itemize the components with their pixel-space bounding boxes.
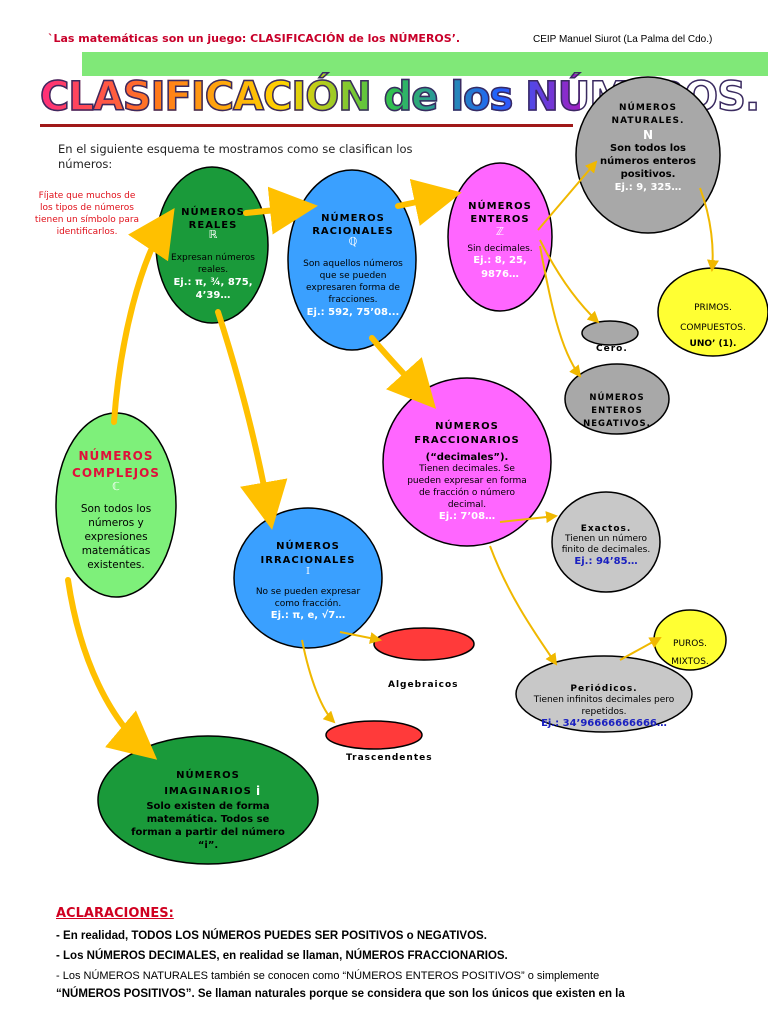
negativos-title: NÚMEROS ENTEROS NEGATIVOS. [583, 393, 651, 429]
irracionales-symbol: 𝕀 [306, 566, 310, 577]
reales-symbol: ℝ [208, 228, 218, 241]
node-exactos [551, 491, 661, 593]
arrow-naturales-primos [699, 187, 719, 272]
title-underline [40, 124, 573, 127]
reales-example: Ej.: π, ¾, 875, 4’39… [173, 277, 253, 301]
algebraicos-label: Algebraicos [388, 680, 459, 690]
exactos-text: Exactos. Tienen un número finito de deci… [560, 524, 652, 567]
intro-text: En el siguiente esquema te mostramos com… [58, 142, 413, 171]
symbol-note: Fíjate que muchos de los tipos de número… [34, 191, 140, 237]
arrow-enteros-naturales [537, 160, 598, 231]
node-algebraicos [373, 627, 475, 661]
node-irracionales [233, 507, 383, 649]
enteros-text: NÚMEROS ENTEROS ℤ Sin decimales. Ej.: 8,… [458, 200, 542, 282]
header-left: `Las matemáticas son un juego: CLASIFICA… [48, 32, 461, 45]
imaginarios-title: NÚMEROS IMAGINARIOS [164, 770, 252, 797]
exactos-title: Exactos. [580, 524, 632, 534]
aclaracion-3: - Los NÚMEROS NATURALES también se conoc… [56, 970, 600, 982]
complejos-text: NÚMEROS COMPLEJOS ℂ Son todos los número… [66, 448, 166, 572]
arrow-irracionales-algebraicos [339, 631, 382, 644]
complejos-title: NÚMEROS COMPLEJOS [72, 449, 160, 480]
puros-text: PUROS. MIXTOS. [654, 638, 726, 668]
racionales-text: NÚMEROS RACIONALES ℚ Son aquellos número… [300, 212, 406, 319]
exactos-desc: Tienen un número finito de decimales. [561, 534, 651, 555]
exactos-example: Ej.: 94’85… [574, 556, 638, 567]
arrow-periodicos-puros [619, 637, 662, 661]
enteros-desc: Sin decimales. [467, 244, 533, 254]
enteros-example: Ej.: 8, 25, 9876… [473, 255, 527, 280]
fraccionarios-desc: Tienen decimales. Se pueden expresar en … [407, 464, 527, 510]
node-negativos [564, 363, 670, 435]
arrow-fraccionarios-periodicos [489, 545, 558, 666]
compuestos-label: COMPUESTOS. [680, 323, 746, 333]
arrow-enteros-negativos [539, 245, 582, 378]
arrow-complejos-imaginarios [65, 577, 158, 760]
mixtos-label: MIXTOS. [671, 657, 709, 667]
uno-label: UNO’ (1). [689, 339, 737, 349]
fraccionarios-example: Ej.: 7’08… [438, 511, 496, 522]
complejos-desc: Son todos los números y expresiones mate… [80, 503, 152, 571]
enteros-symbol: ℤ [495, 225, 505, 238]
reales-title: NÚMEROS REALES [181, 207, 245, 231]
node-racionales [287, 169, 417, 351]
fraccionarios-title: NÚMEROS FRACCIONARIOS [414, 421, 520, 446]
node-imaginarios [97, 735, 319, 865]
periodicos-title: Periódicos. [570, 684, 638, 694]
naturales-desc: Son todos los números enteros positivos. [600, 143, 696, 180]
aclaracion-4: “NÚMEROS POSITIVOS”. Se llaman naturales… [56, 988, 625, 1000]
irracionales-example: Ej.: π, e, √7… [270, 610, 346, 621]
aclaracion-1: - En realidad, TODOS LOS NÚMEROS PUEDES … [56, 930, 487, 942]
racionales-symbol: ℚ [348, 235, 358, 248]
naturales-example: Ej.: 9, 325… [614, 182, 682, 193]
irracionales-desc: No se pueden expresar como fracción. [255, 587, 361, 609]
green-banner [82, 52, 768, 76]
enteros-title: NÚMEROS ENTEROS [468, 201, 532, 225]
arrow-racionales-fraccionarios [369, 335, 437, 409]
node-naturales [575, 76, 721, 234]
fraccionarios-quote: (“decimales”). [425, 452, 509, 463]
reales-desc: Expresan números reales. [171, 253, 255, 275]
primos-label: PRIMOS. [694, 303, 732, 313]
fraccionarios-text: NÚMEROS FRACCIONARIOS (“decimales”). Tie… [406, 420, 528, 522]
complejos-symbol: ℂ [112, 480, 120, 493]
aclaracion-2: - Los NÚMEROS DECIMALES, en realidad se … [56, 950, 508, 962]
node-fraccionarios [382, 377, 552, 547]
arrow-enteros-cero [539, 239, 600, 324]
trascendentes-label: Trascendentes [346, 753, 433, 763]
irracionales-title: NÚMEROS IRRACIONALES [260, 541, 356, 566]
racionales-example: Ej.: 592, 75’08... [306, 307, 400, 318]
cero-label: Cero. [596, 344, 628, 354]
naturales-title: NÚMEROS NATURALES. [611, 103, 685, 126]
racionales-desc: Son aquellos números que se pueden expre… [303, 259, 403, 305]
irracionales-text: NÚMEROS IRRACIONALES 𝕀 No se pueden expr… [252, 540, 364, 621]
node-cero [581, 320, 639, 346]
periodicos-desc: Tienen infinitos decimales pero repetido… [533, 695, 675, 717]
arrow-irracionales-trascendentes [301, 639, 336, 724]
reales-text: NÚMEROS REALES ℝ Expresan números reales… [168, 206, 258, 302]
naturales-symbol: N [642, 128, 654, 142]
periodicos-example: Ej.: 34’96666666666… [541, 718, 667, 729]
periodicos-text: Periódicos. Tienen infinitos decimales p… [528, 684, 680, 729]
racionales-title: NÚMEROS RACIONALES [312, 213, 394, 237]
node-enteros [447, 162, 553, 312]
arrow-racionales-enteros [395, 178, 462, 226]
arrow-complejos-reales [111, 208, 175, 425]
arrow-reales-irracionales [215, 309, 288, 530]
arrow-reales-racionales [243, 186, 318, 235]
aclaraciones-title: ACLARACIONES: [56, 906, 174, 921]
node-trascendentes [325, 720, 423, 750]
imaginarios-symbol: i [256, 784, 261, 798]
imaginarios-text: NÚMEROS IMAGINARIOS i Solo existen de fo… [128, 768, 288, 852]
node-periodicos [515, 655, 693, 733]
imaginarios-desc: Solo existen de forma matemática. Todos … [131, 801, 285, 851]
puros-label: PUROS. [673, 639, 707, 649]
header-right: CEIP Manuel Siurot (La Palma del Cdo.) [533, 34, 713, 45]
primos-text: PRIMOS. COMPUESTOS. UNO’ (1). [660, 302, 766, 350]
arrow-fraccionarios-exactos [499, 511, 558, 524]
naturales-text: NÚMEROS NATURALES. N Son todos los númer… [596, 102, 700, 194]
